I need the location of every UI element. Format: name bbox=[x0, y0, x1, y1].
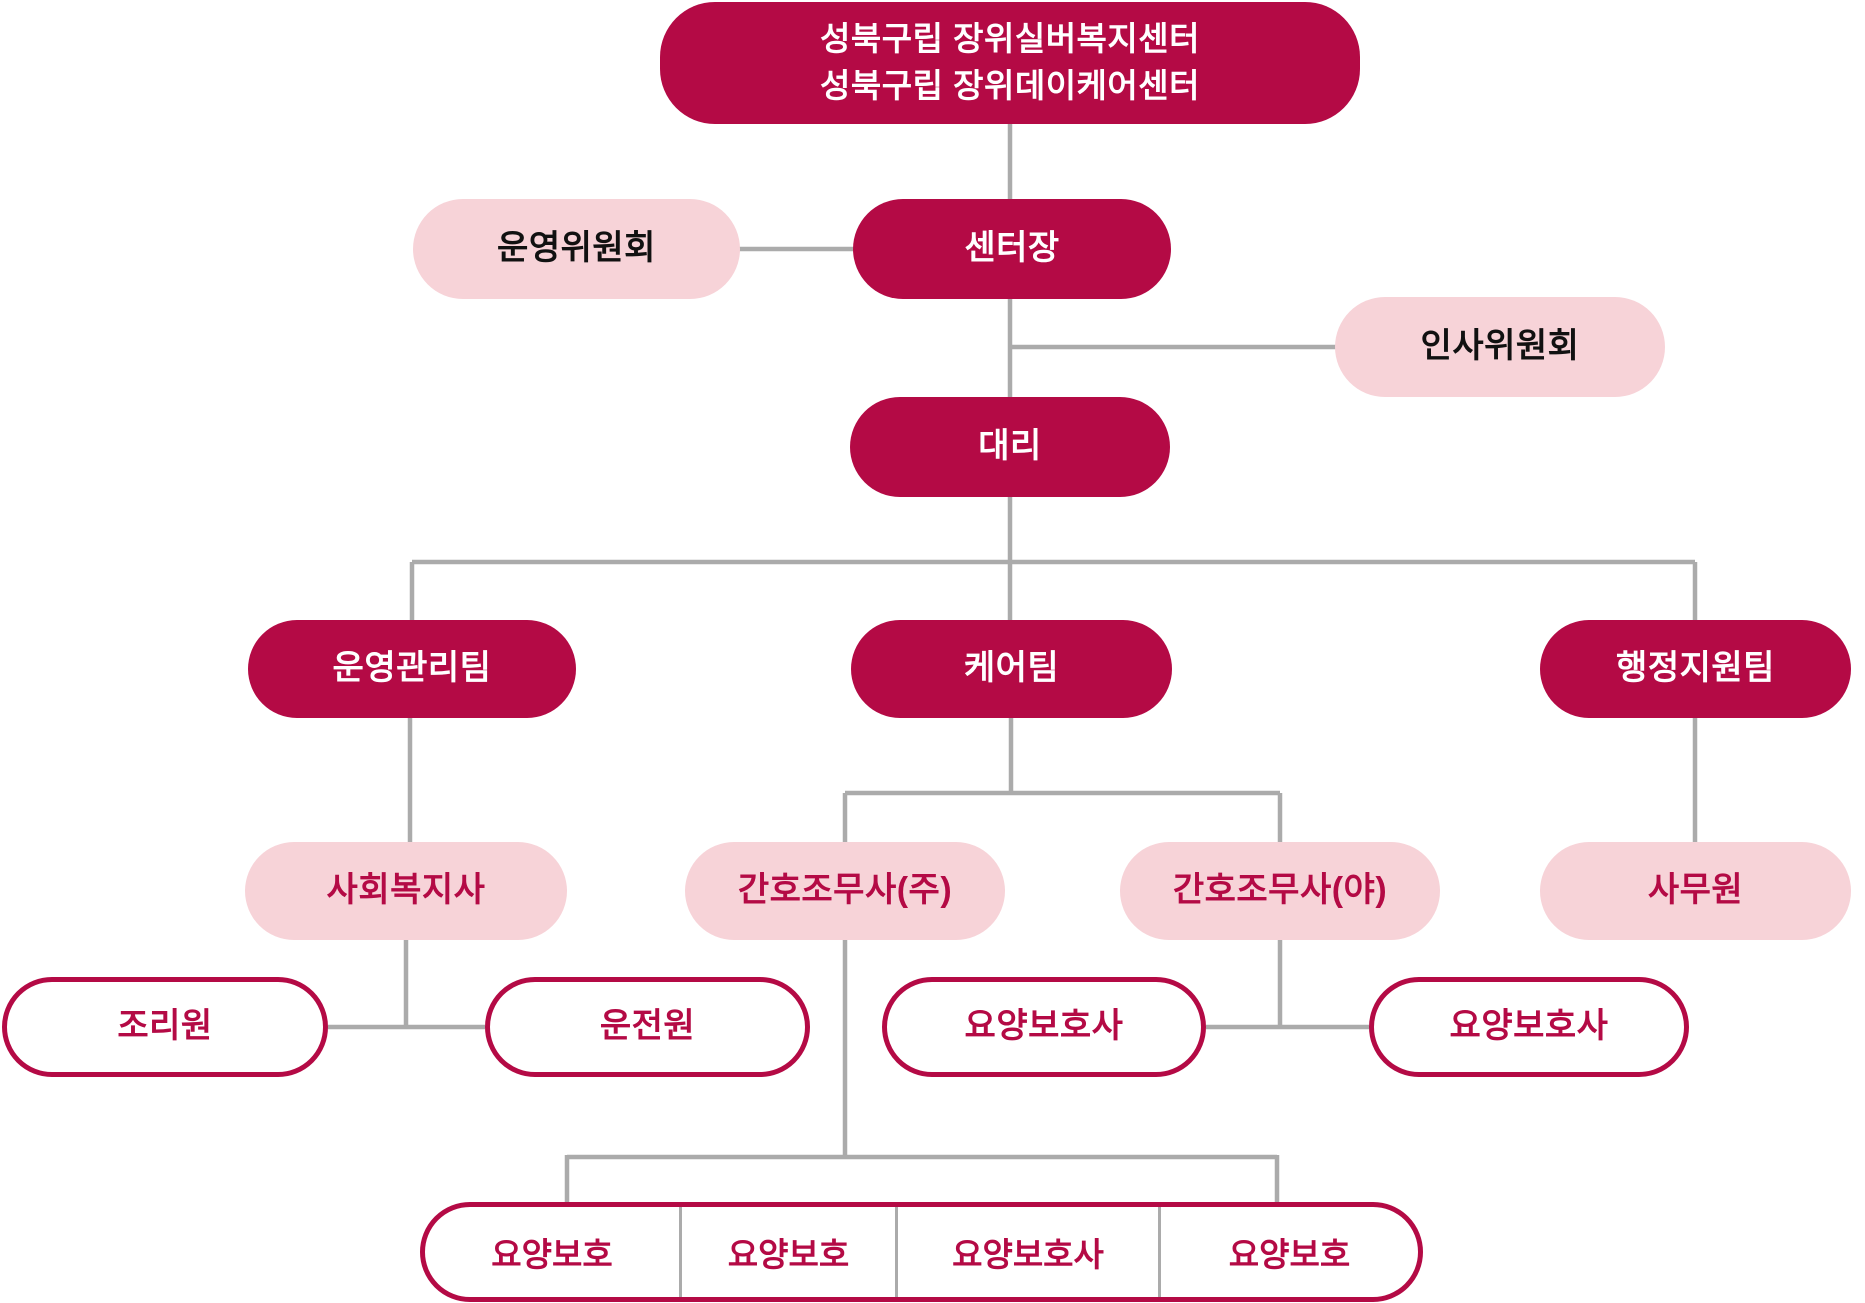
office-clerk-label: 사무원 bbox=[1647, 871, 1744, 910]
driver-label: 운전원 bbox=[599, 1007, 696, 1046]
node-office-clerk: 사무원 bbox=[1540, 842, 1851, 940]
center-title-line1: 성북구립 장위실버복지센터 bbox=[820, 20, 1200, 58]
steering-committee-label: 운영위원회 bbox=[497, 229, 656, 268]
social-worker-label: 사회복지사 bbox=[326, 871, 486, 910]
nurse-aide-night-label: 간호조무사(야) bbox=[1172, 871, 1388, 910]
node-cook: 조리원 bbox=[2, 977, 328, 1077]
bottom-cell-4-label: 요양보호 bbox=[1228, 1236, 1351, 1273]
node-nurse-aide-night: 간호조무사(야) bbox=[1120, 842, 1440, 940]
care-team-label: 케어팀 bbox=[963, 649, 1060, 688]
node-center-director: 센터장 bbox=[853, 199, 1171, 299]
care-worker-day-label: 요양보호사 bbox=[964, 1007, 1124, 1046]
node-social-worker: 사회복지사 bbox=[245, 842, 567, 940]
bottom-cell-1-label: 요양보호 bbox=[491, 1236, 613, 1273]
node-care-team: 케어팀 bbox=[851, 620, 1172, 718]
care-worker-night-label: 요양보호사 bbox=[1449, 1007, 1609, 1046]
center-title-text: 성북구립 장위실버복지센터 성북구립 장위데이케어센터 bbox=[820, 16, 1200, 110]
bottom-cell-4: 요양보호 bbox=[1158, 1207, 1418, 1297]
node-steering-committee: 운영위원회 bbox=[413, 199, 740, 299]
center-director-label: 센터장 bbox=[964, 229, 1060, 268]
node-care-worker-day: 요양보호사 bbox=[882, 977, 1206, 1077]
node-care-worker-night: 요양보호사 bbox=[1369, 977, 1689, 1077]
node-admin-support-team: 행정지원팀 bbox=[1540, 620, 1851, 718]
center-title-line2: 성북구립 장위데이케어센터 bbox=[820, 67, 1200, 104]
node-driver: 운전원 bbox=[485, 977, 810, 1077]
admin-support-team-label: 행정지원팀 bbox=[1616, 649, 1775, 688]
nurse-aide-day-label: 간호조무사(주) bbox=[737, 871, 953, 910]
bottom-cell-2: 요양보호 bbox=[679, 1207, 895, 1297]
cook-label: 조리원 bbox=[117, 1007, 213, 1046]
bottom-cell-3-label: 요양보호사 bbox=[952, 1236, 1104, 1273]
node-operations-team: 운영관리팀 bbox=[248, 620, 576, 718]
node-deputy-manager: 대리 bbox=[850, 397, 1170, 497]
bottom-cell-2-label: 요양보호 bbox=[727, 1236, 850, 1273]
operations-team-label: 운영관리팀 bbox=[332, 649, 492, 688]
node-bottom-care-workers: 요양보호 요양보호 요양보호사 요양보호 bbox=[420, 1202, 1423, 1302]
node-nurse-aide-day: 간호조무사(주) bbox=[685, 842, 1005, 940]
bottom-cell-1: 요양보호 bbox=[425, 1207, 679, 1297]
deputy-manager-label: 대리 bbox=[978, 427, 1042, 466]
node-center-title: 성북구립 장위실버복지센터 성북구립 장위데이케어센터 bbox=[660, 2, 1360, 124]
bottom-cell-3: 요양보호사 bbox=[895, 1207, 1158, 1297]
node-hr-committee: 인사위원회 bbox=[1335, 297, 1665, 397]
hr-committee-label: 인사위원회 bbox=[1420, 327, 1580, 366]
